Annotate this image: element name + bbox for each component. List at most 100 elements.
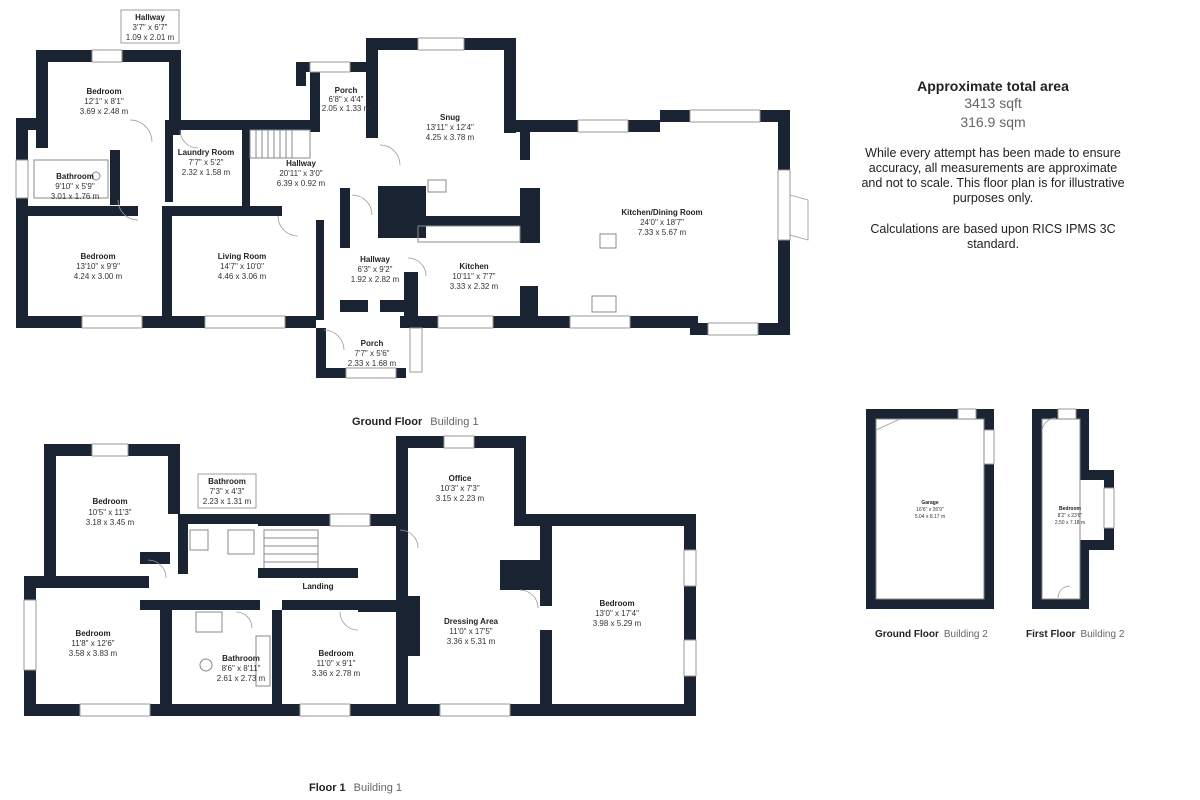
room-name: Porch	[361, 339, 384, 348]
room-bedroom-gf-left: Bedroom 13'10" x 9'9" 4.24 x 3.00 m	[74, 252, 123, 281]
room-name: Bedroom	[75, 629, 110, 638]
room-imperial: 10'5" x 11'3"	[88, 508, 131, 517]
room-metric: 4.24 x 3.00 m	[74, 272, 123, 281]
room-metric: 3.36 x 2.78 m	[312, 669, 361, 678]
room-name: Office	[449, 474, 472, 483]
room-name: Bedroom	[80, 252, 115, 261]
room-name: Bedroom	[318, 649, 353, 658]
room-imperial: 12'1" x 8'1"	[84, 97, 124, 106]
disclaimer-text: While every attempt has been made to ens…	[861, 146, 1125, 205]
room-imperial: 11'0" x 9'1"	[317, 659, 356, 668]
room-imperial: 11'0" x 17'5"	[449, 627, 492, 636]
room-metric: 2.05 x 1.33 m	[322, 104, 371, 113]
room-name: Laundry Room	[178, 148, 234, 157]
room-metric: 3.69 x 2.48 m	[80, 107, 129, 116]
room-snug: Snug 13'11" x 12'4" 4.25 x 3.78 m	[426, 113, 475, 142]
room-name: Bathroom	[56, 172, 94, 181]
room-metric: 2.50 x 7.18 m	[1055, 520, 1085, 526]
room-laundry: Laundry Room 7'7" x 5'2" 2.32 x 1.58 m	[178, 148, 234, 177]
room-imperial: 9'10" x 5'9"	[55, 182, 95, 191]
room-metric: 4.46 x 3.06 m	[218, 272, 267, 281]
room-f1-landing: Landing	[302, 582, 333, 591]
room-metric: 3.58 x 3.83 m	[69, 649, 118, 658]
room-imperial: 24'0" x 18'7"	[640, 218, 684, 227]
area-sqft: 3413 sqft	[964, 95, 1022, 111]
room-imperial: 20'11" x 3'0"	[279, 169, 322, 178]
room-metric: 2.32 x 1.58 m	[182, 168, 231, 177]
room-hallway-low: Hallway 6'3" x 9'2" 1.92 x 2.82 m	[351, 255, 400, 284]
room-bathroom-gf: Bathroom 9'10" x 5'9" 3.01 x 1.76 m	[51, 172, 100, 201]
room-metric: 3.98 x 5.29 m	[593, 619, 642, 628]
room-hallway-mid: Hallway 20'11" x 3'0" 6.39 x 0.92 m	[277, 159, 326, 188]
room-garage: Garage 16'6" x 26'9" 5.04 x 8.17 m	[915, 500, 945, 520]
room-metric: 3.01 x 1.76 m	[51, 192, 100, 201]
room-living: Living Room 14'7" x 10'0" 4.46 x 3.06 m	[218, 252, 267, 281]
room-name: Dressing Area	[444, 617, 499, 626]
room-f1-office: Office 10'3" x 7'3" 3.15 x 2.23 m	[436, 474, 485, 503]
room-metric: 2.61 x 2.73 m	[217, 674, 266, 683]
room-name: Living Room	[218, 252, 266, 261]
room-imperial: 13'11" x 12'4"	[426, 123, 474, 132]
room-imperial: 10'11" x 7'7"	[452, 272, 495, 281]
first-floor-building-2-plan	[1032, 408, 1115, 609]
room-imperial: 7'7" x 5'6"	[355, 349, 390, 358]
summary-title: Approximate total area	[917, 78, 1069, 94]
room-f1-bedroom-d: Bedroom 11'0" x 9'1" 3.36 x 2.78 m	[312, 649, 361, 678]
room-name: Bedroom	[86, 87, 121, 96]
room-name: Garage	[921, 500, 938, 506]
room-name: Bathroom	[222, 654, 260, 663]
room-metric: 3.33 x 2.32 m	[450, 282, 499, 291]
room-name: Snug	[440, 113, 460, 122]
room-imperial: 14'7" x 10'0"	[220, 262, 264, 271]
ground-floor-building-2-plan	[866, 408, 995, 609]
room-imperial: 8'2" x 23'6"	[1058, 513, 1083, 519]
room-imperial: 13'10" x 9'9"	[76, 262, 120, 271]
room-imperial: 16'6" x 26'9"	[916, 507, 944, 513]
room-metric: 1.92 x 2.82 m	[351, 275, 400, 284]
room-name: Bedroom	[1059, 506, 1082, 512]
area-summary: Approximate total area 3413 sqft 316.9 s…	[860, 78, 1126, 252]
room-metric: 3.36 x 5.31 m	[447, 637, 496, 646]
room-f1-bedroom-a: Bedroom 10'5" x 11'3" 3.18 x 3.45 m	[86, 497, 135, 527]
room-metric: 3.18 x 3.45 m	[86, 518, 135, 527]
room-imperial: 7'3" x 4'3"	[210, 487, 245, 496]
room-f1-bedroom-b: Bedroom 13'0" x 17'4" 3.98 x 5.29 m	[593, 599, 642, 628]
area-sqm: 316.9 sqm	[960, 114, 1026, 130]
room-imperial: 8'6" x 8'11"	[222, 664, 261, 673]
room-name: Porch	[335, 86, 358, 95]
room-name: Bedroom	[599, 599, 634, 608]
room-imperial: 13'0" x 17'4"	[595, 609, 639, 618]
room-imperial: 7'7" x 5'2"	[189, 158, 224, 167]
room-name: Hallway	[360, 255, 390, 264]
room-imperial: 10'3" x 7'3"	[440, 484, 480, 493]
ground-floor-building-1-plan	[15, 37, 809, 379]
room-imperial: 6'8" x 4'4"	[329, 95, 364, 104]
room-porch-top: Porch 6'8" x 4'4" 2.05 x 1.33 m	[322, 86, 371, 113]
room-bedroom-gf-top: Bedroom 12'1" x 8'1" 3.69 x 2.48 m	[80, 87, 129, 116]
room-metric: 3.15 x 2.23 m	[436, 494, 485, 503]
room-imperial: 3'7" x 6'7"	[133, 23, 168, 32]
room-metric: 2.23 x 1.31 m	[203, 497, 252, 506]
room-metric: 4.25 x 3.78 m	[426, 133, 475, 142]
hallway-top-tag: Hallway 3'7" x 6'7" 1.09 x 2.01 m	[120, 9, 180, 44]
room-kitchen-dining: Kitchen/Dining Room 24'0" x 18'7" 7.33 x…	[621, 208, 702, 237]
room-porch-bottom: Porch 7'7" x 5'6" 2.33 x 1.68 m	[348, 339, 397, 368]
room-b2-bedroom: Bedroom 8'2" x 23'6" 2.50 x 7.18 m	[1055, 506, 1085, 526]
calculations-note: Calculations are based upon RICS IPMS 3C…	[870, 222, 1116, 251]
room-name: Hallway	[135, 13, 165, 22]
room-metric: 2.33 x 1.68 m	[348, 359, 397, 368]
room-f1-bedroom-c: Bedroom 11'8" x 12'6" 3.58 x 3.83 m	[69, 629, 118, 658]
room-f1-dressing: Dressing Area 11'0" x 17'5" 3.36 x 5.31 …	[444, 617, 499, 646]
room-imperial: 6'3" x 9'2"	[358, 265, 393, 274]
floor1-building-1-plan	[23, 435, 697, 717]
room-imperial: 11'8" x 12'6"	[71, 639, 114, 648]
room-f1-bathroom-b: Bathroom 8'6" x 8'11" 2.61 x 2.73 m	[217, 654, 266, 683]
room-metric: 5.04 x 8.17 m	[915, 514, 945, 520]
bathroom-a-tag: Bathroom 7'3" x 4'3" 2.23 x 1.31 m	[197, 473, 257, 509]
room-name: Kitchen	[459, 262, 488, 271]
room-metric: 6.39 x 0.92 m	[277, 179, 326, 188]
